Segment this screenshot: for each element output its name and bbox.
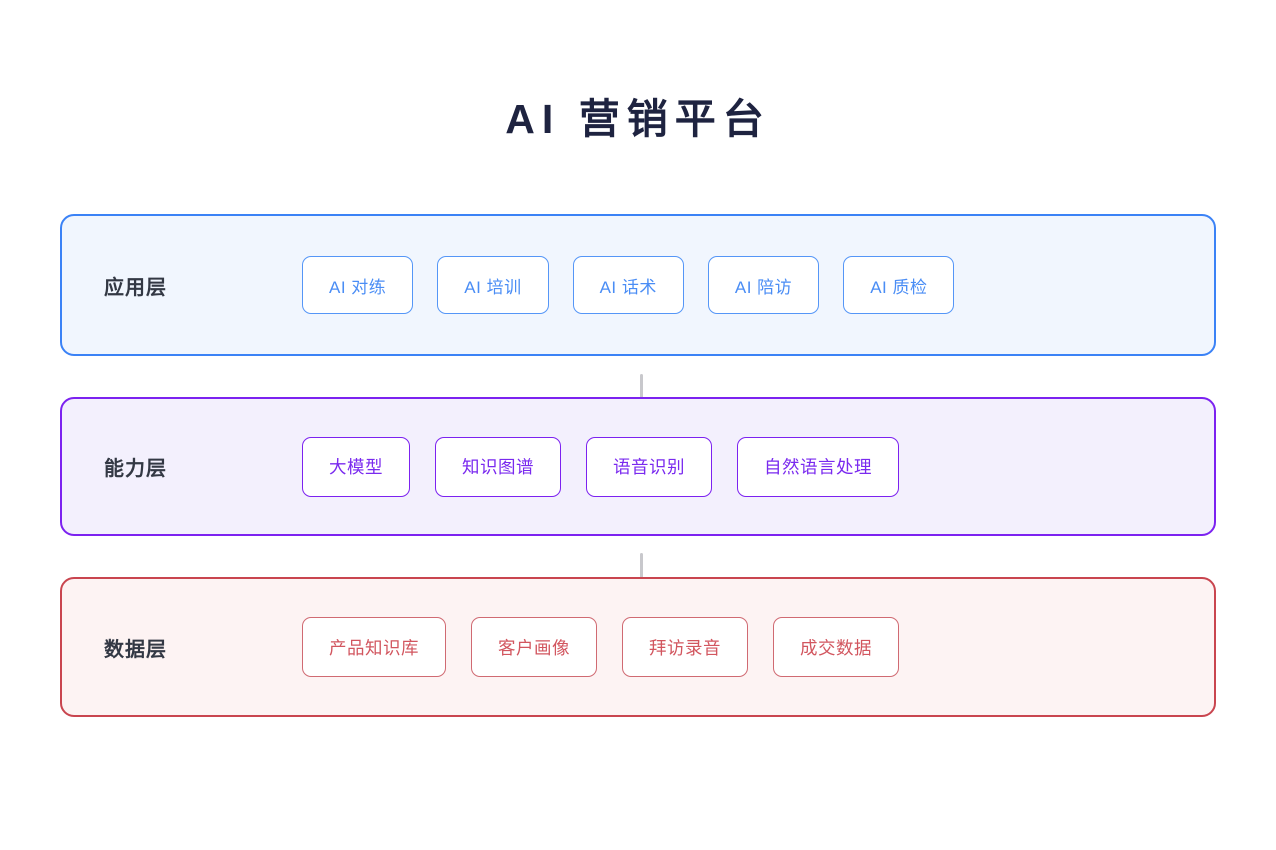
page-title: AI 营销平台 — [505, 96, 771, 142]
pill-label: 知识图谱 — [462, 457, 534, 477]
layer-capability[interactable]: 能力层 大模型 知识图谱 语音识别 自然语言处理 — [60, 397, 1216, 536]
layer-data[interactable]: 数据层 产品知识库 客户画像 拜访录音 成交数据 — [60, 577, 1216, 717]
pill-label: 拜访录音 — [649, 637, 721, 658]
pill-row-application: AI 对练 AI 培训 AI 话术 AI 陪访 AI 质检 — [302, 256, 1214, 314]
pill-product-knowledge-base[interactable]: 产品知识库 — [302, 617, 446, 677]
pill-large-model[interactable]: 大模型 — [302, 436, 410, 497]
pill-label: AI 质检 — [870, 277, 928, 297]
pill-label: AI 话术 — [599, 277, 657, 297]
pill-ai-peifang[interactable]: AI 陪访 — [707, 256, 820, 314]
pill-deal-data[interactable]: 成交数据 — [773, 617, 899, 677]
pill-ai-peixun[interactable]: AI 培训 — [437, 256, 549, 314]
pill-knowledge-graph[interactable]: 知识图谱 — [435, 436, 561, 497]
pill-visit-recording[interactable]: 拜访录音 — [622, 617, 748, 677]
layer-label-application: 应用层 — [104, 276, 167, 299]
layer-label-data: 数据层 — [104, 638, 167, 661]
pill-speech-recognition[interactable]: 语音识别 — [586, 436, 712, 497]
pill-label: 自然语言处理 — [764, 457, 872, 477]
layer-stack: 应用层 AI 对练 AI 培训 AI 话术 AI 陪访 AI 质检 — [60, 214, 1216, 717]
pill-label: AI 培训 — [464, 277, 522, 297]
layer-application[interactable]: 应用层 AI 对练 AI 培训 AI 话术 AI 陪访 AI 质检 — [60, 214, 1216, 356]
pill-label: 客户画像 — [498, 637, 570, 658]
pill-nlp[interactable]: 自然语言处理 — [737, 436, 899, 497]
pill-row-capability: 大模型 知识图谱 语音识别 自然语言处理 — [302, 436, 1214, 497]
pill-label: AI 陪访 — [734, 277, 793, 297]
pill-ai-duilian[interactable]: AI 对练 — [302, 256, 414, 314]
pill-label: 大模型 — [329, 457, 383, 477]
pill-label: 语音识别 — [613, 457, 685, 477]
pill-row-data: 产品知识库 客户画像 拜访录音 成交数据 — [302, 617, 1214, 677]
pill-ai-huashu[interactable]: AI 话术 — [572, 256, 684, 314]
pill-label: 产品知识库 — [329, 637, 419, 658]
layer-label-capability: 能力层 — [104, 458, 167, 480]
pill-label: 成交数据 — [800, 637, 872, 658]
pill-label: AI 对练 — [329, 277, 387, 297]
pill-ai-zhijian[interactable]: AI 质检 — [843, 256, 955, 314]
pill-customer-profile[interactable]: 客户画像 — [471, 617, 597, 677]
